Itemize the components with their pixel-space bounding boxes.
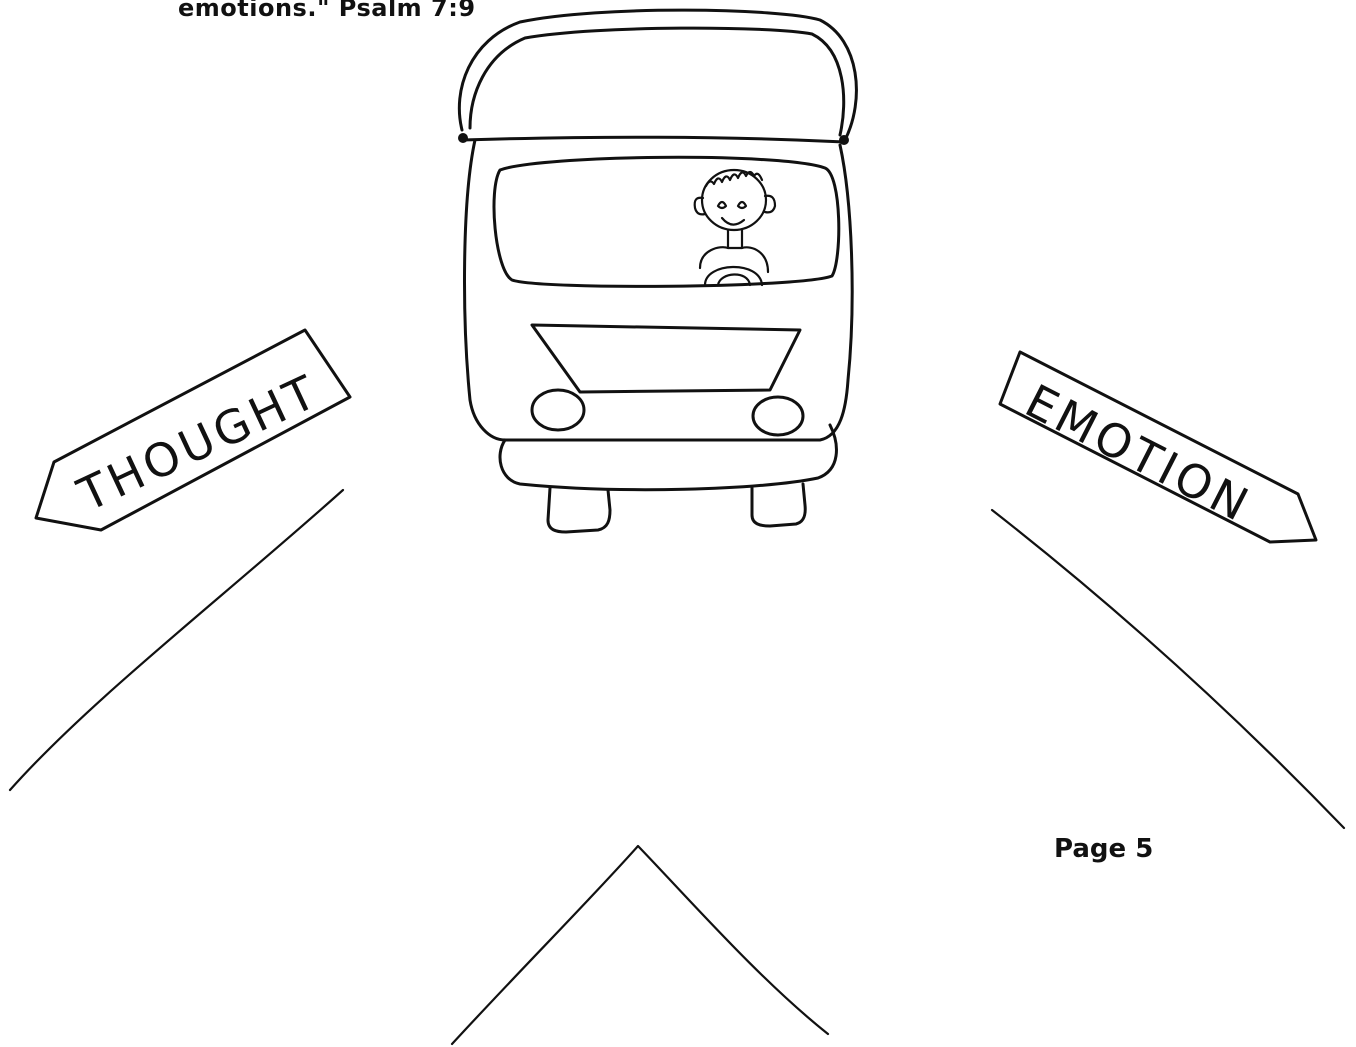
psalm-verse-caption: emotions." Psalm 7:9: [178, 0, 476, 22]
emotion-sign-arrow: [998, 350, 1318, 544]
driver-smile: [720, 216, 746, 226]
emotion-sign: EMOTION: [998, 350, 1318, 544]
driver-ear-right: [763, 194, 777, 214]
thought-sign-arrow: [34, 328, 352, 532]
bus-roof-bar: [460, 135, 847, 144]
driver-neck: [726, 228, 744, 250]
road-center-divider: [450, 844, 830, 1046]
driver-head: [700, 168, 768, 232]
driver-eye-right: [736, 200, 748, 210]
bus-roof-inner: [468, 26, 846, 137]
bus-illustration: [457, 8, 858, 534]
bus-headlight-left: [530, 388, 586, 432]
emotion-sign-label: EMOTION: [1017, 374, 1260, 533]
bus-headlight-right: [751, 395, 805, 437]
bus-wheel-left: [546, 486, 612, 534]
driver-figure: [693, 168, 777, 287]
driver-eye-left: [716, 200, 728, 210]
bus-wheel-right: [750, 482, 807, 528]
bus-windshield: [492, 155, 841, 288]
driver-body: [698, 246, 770, 274]
page-number: Page 5: [1054, 834, 1154, 864]
road-left-edge: [8, 488, 345, 792]
bus-roof-outer: [457, 8, 858, 142]
steering-wheel: [703, 265, 764, 287]
driver-ear-left: [693, 196, 707, 216]
bus-grille: [530, 323, 802, 394]
bus-roof-bolt-left: [458, 133, 468, 143]
road-right-edge: [990, 508, 1346, 830]
driver-hair: [704, 170, 764, 188]
thought-sign: THOUGHT: [34, 328, 352, 532]
bus-roof-bolt-right: [839, 135, 849, 145]
bus-body: [463, 138, 854, 442]
bus-bumper: [498, 423, 838, 492]
